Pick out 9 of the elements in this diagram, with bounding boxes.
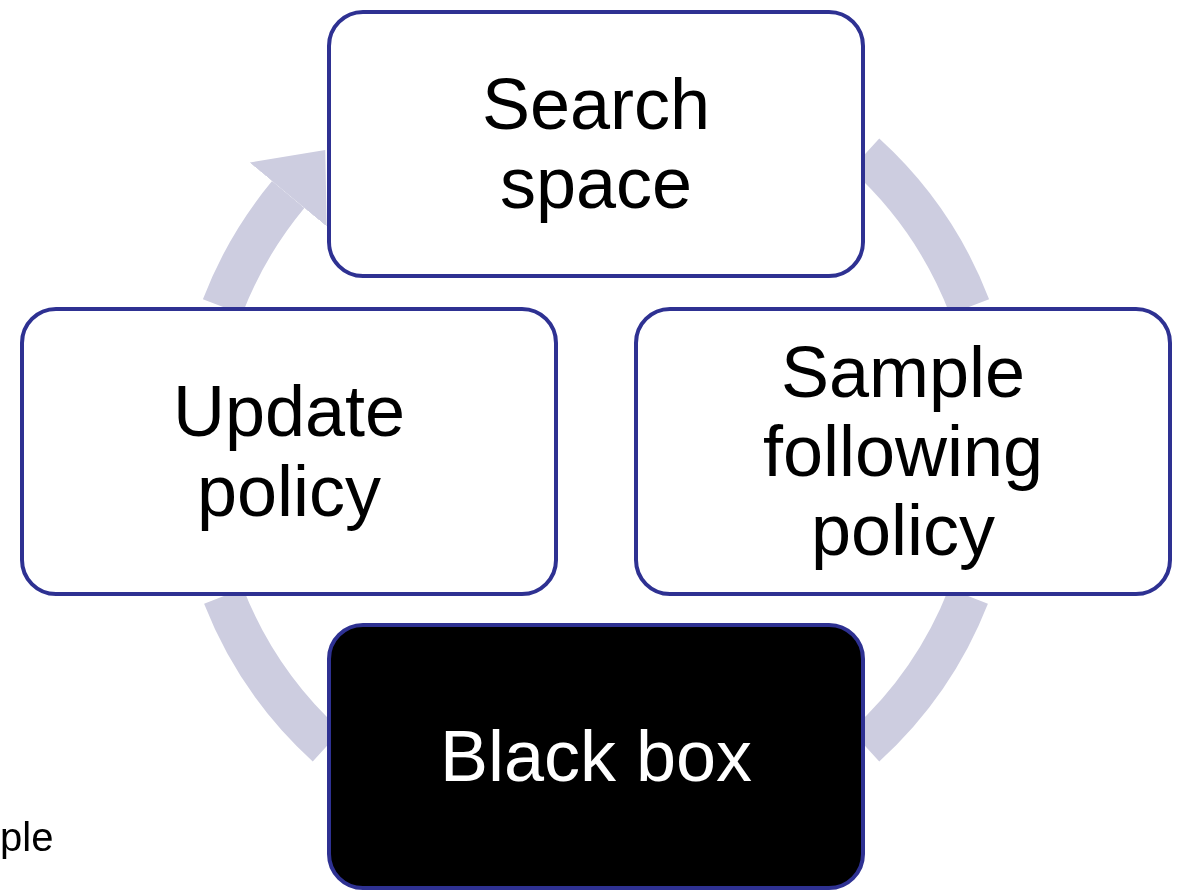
box-label: Sample following policy bbox=[761, 332, 1045, 571]
process-box bbox=[634, 307, 1172, 596]
process-box bbox=[20, 307, 558, 596]
box-label: Search space bbox=[480, 64, 712, 224]
box-label: Update policy bbox=[171, 372, 407, 531]
process-box bbox=[327, 10, 865, 278]
text-fragment: ple bbox=[0, 815, 54, 859]
box-label: Black box bbox=[439, 716, 753, 797]
process-box bbox=[327, 623, 865, 890]
